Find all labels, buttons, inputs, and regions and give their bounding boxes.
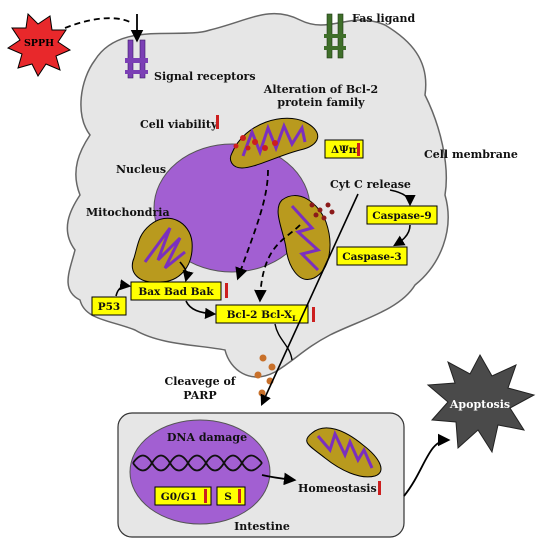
g0g1-up-bar [204,489,207,503]
bax-to-bcl2-arrow [185,300,217,319]
cleavage-label-line2: PARP [183,389,216,402]
dna-helix [132,454,263,472]
caspase3-box [336,246,408,266]
s-phase-label: S [224,491,232,503]
cell-viability-down-bar [216,115,219,129]
mitochondria-label: Mitochondria [86,206,170,219]
cytc-to-caspase9-arrow [389,189,416,207]
homeostasis-down-bar [378,481,381,495]
mito-to-bax-arrow [179,261,194,283]
cytc-release-label: Cyt C release [330,178,411,191]
dna-damage-label: DNA damage [167,431,247,444]
cleavage-label-line1: Cleavege of [164,375,236,388]
damage-spots [233,135,278,151]
dna-to-homeostasis-arrow [261,472,297,486]
p53-box [91,296,127,316]
bax-up-bar [225,283,228,298]
cytc-to-intestine-arrow [260,193,359,407]
bcl2-label-main: Bcl-2 Bcl-X [227,309,293,321]
g0g1-box [154,486,212,506]
bcl2-family-label-line2: protein family [277,96,365,109]
signal-receptors-label: Signal receptors [154,70,256,83]
intestine-label: Intestine [234,520,290,533]
bax-bad-bak-label: Bax Bad Bak [138,286,214,298]
p53-to-bax-arrow [115,279,132,297]
cytc-dots [309,202,335,221]
caspase9-to-caspase3-arrow [393,224,411,247]
delta-psi-down-bar [357,143,360,156]
s-phase-down-bar [238,489,241,503]
bcl2-down-line [274,323,293,361]
fas-ligand-receptor [324,13,346,59]
caspase3-label: Caspase-3 [342,251,401,263]
bcl2-family-label-line1: Alteration of Bcl-2 [263,83,378,96]
mitochondria-intestine [306,427,382,478]
nucleus-label: Nucleus [116,163,166,176]
bcl2-label-sub: L [292,314,298,323]
mito-dashed-arrow-right [254,224,301,303]
caspase9-box [366,205,438,225]
homeostasis-label: Homeostasis [298,482,377,495]
bcl2-down-bar [312,307,315,322]
cell-viability-label: Cell viability [140,118,218,131]
cell-membrane-label: Cell membrane [424,148,518,161]
bcl2-label: Bcl-2 Bcl-XL [227,309,299,323]
delta-psi-box [324,139,364,159]
p53-label: P53 [98,301,121,313]
delta-psi-label: ΔΨm [331,144,360,156]
fas-ligand-label: Fas ligand [352,12,416,25]
bax-bad-bak-box [130,281,222,301]
caspase9-label: Caspase-9 [372,210,431,222]
spph-label: SPPH [24,38,54,49]
signal-receptor [125,39,148,79]
apoptosis-star [426,353,536,454]
intestine-to-apoptosis-arrow [403,433,451,497]
apoptosis-label: Apoptosis [449,398,510,411]
g0g1-label: G0/G1 [161,491,197,503]
spph-to-receptor-arrow [64,17,131,29]
spph-star [6,12,72,77]
